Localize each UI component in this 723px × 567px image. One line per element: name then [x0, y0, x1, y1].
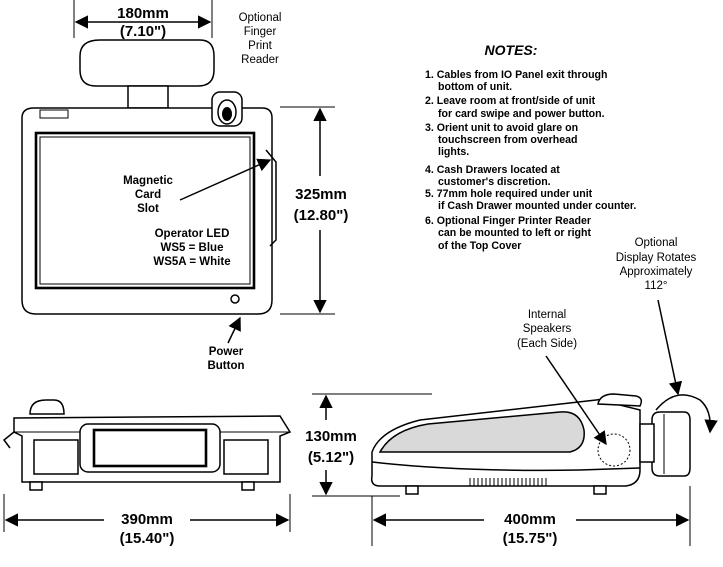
note-line: 5. 77mm hole required under unit — [425, 188, 593, 200]
note-line: lights. — [438, 146, 469, 158]
leader-speakers — [545, 355, 607, 446]
label-finger-print-4: Reader — [241, 54, 279, 66]
label-finger-print-2: Finger — [244, 26, 277, 38]
note-line: can be mounted to left or right — [438, 227, 591, 239]
label-magnetic-card: Magnetic — [123, 175, 173, 187]
note-line: 6. Optional Finger Printer Reader — [425, 215, 591, 227]
note-line: 3. Orient unit to avoid glare on — [425, 122, 578, 134]
dim-180-mm: 180mm — [117, 5, 169, 22]
label-finger-print: Optional — [239, 12, 282, 24]
front-view — [21, 0, 335, 344]
note-line: of the Top Cover — [438, 240, 521, 252]
display-window — [79, 423, 221, 473]
leader-card-slot — [179, 158, 272, 201]
side-card-reader — [597, 393, 643, 407]
label-magnetic-card-2: Card — [135, 189, 161, 201]
label-magnetic-card-3: Slot — [137, 203, 159, 215]
label-internal-speakers-2: Speakers — [523, 323, 572, 335]
note-line: customer's discretion. — [438, 176, 551, 188]
speaker — [597, 433, 631, 467]
label-internal-speakers: Internal — [528, 309, 566, 321]
dim-130-mm: 130mm — [305, 428, 357, 445]
leader-power-button — [227, 316, 241, 344]
notes-list: 1. Cables from IO Panel exit through bot… — [425, 69, 636, 252]
side-top-curve — [378, 411, 585, 453]
notes-title: NOTES: — [485, 42, 538, 58]
label-display-rotates-4: 112° — [645, 280, 668, 292]
dim-325-in: (12.80") — [294, 207, 349, 224]
note-line: bottom of unit. — [438, 81, 512, 93]
dim-390-in: (15.40") — [120, 530, 175, 547]
leader-display-rotates — [657, 299, 683, 396]
touchscreen-inner — [39, 136, 251, 285]
dim-390-mm: 390mm — [121, 511, 173, 528]
label-display-rotates-2: Display Rotates — [616, 252, 697, 264]
note-line: 2. Leave room at front/side of unit — [425, 95, 596, 107]
dim-325-mm: 325mm — [295, 186, 347, 203]
logo-badge — [39, 109, 69, 119]
label-display-rotates-3: Approximately — [620, 266, 693, 278]
label-operator-led-2: WS5 = Blue — [161, 242, 224, 254]
label-operator-led-3: WS5A = White — [153, 256, 230, 268]
stand-neck — [127, 85, 169, 109]
label-power-button-2: Button — [207, 360, 244, 372]
operator-led — [230, 294, 240, 304]
label-finger-print-3: Print — [248, 40, 272, 52]
vent-slots — [469, 478, 547, 486]
note-line: touchscreen from overhead — [438, 134, 578, 146]
label-display-rotates: Optional — [635, 237, 678, 249]
dim-400-in: (15.75") — [503, 530, 558, 547]
rotation-arrow — [655, 394, 718, 434]
rotating-display — [651, 411, 691, 477]
card-reader-bump — [29, 399, 65, 415]
dim-180-in: (7.10") — [120, 23, 166, 40]
label-internal-speakers-3: (Each Side) — [517, 338, 577, 350]
note-line: if Cash Drawer mounted under counter. — [438, 200, 636, 212]
touchscreen — [34, 131, 256, 290]
label-power-button: Power — [209, 346, 244, 358]
note-line: 4. Cash Drawers located at — [425, 164, 560, 176]
stand-head — [79, 39, 215, 87]
card-slot — [265, 149, 277, 247]
front-elevation-view — [2, 393, 432, 532]
dim-400-mm: 400mm — [504, 511, 556, 528]
finger-print-reader — [211, 91, 243, 127]
side-view — [370, 299, 718, 546]
monitor-body — [21, 107, 273, 315]
note-line: for card swipe and power button. — [438, 108, 605, 120]
label-operator-led: Operator LED — [155, 228, 230, 240]
dim-130-in: (5.12") — [308, 449, 354, 466]
note-line: 1. Cables from IO Panel exit through — [425, 69, 607, 81]
